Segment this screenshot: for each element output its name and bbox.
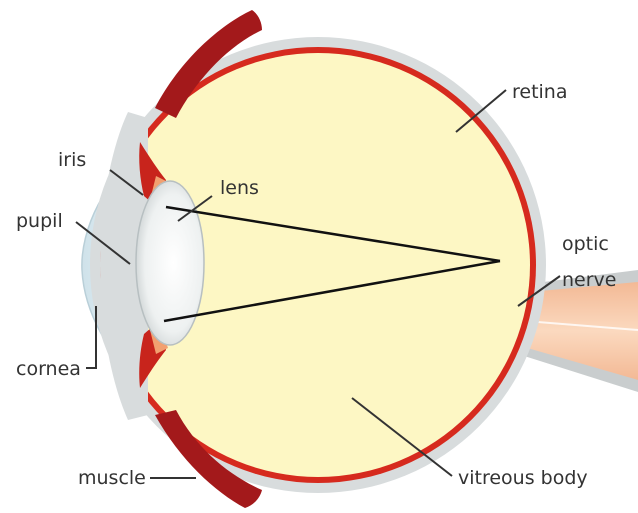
- label-retina: retina: [512, 81, 568, 103]
- label-vitreous-body: vitreous body: [458, 467, 588, 489]
- label-cornea: cornea: [16, 358, 81, 380]
- label-lens: lens: [220, 177, 259, 199]
- label-pupil: pupil: [16, 210, 63, 232]
- label-optic: optic: [562, 233, 609, 255]
- label-iris: iris: [58, 149, 86, 171]
- label-muscle: muscle: [78, 467, 146, 489]
- label-nerve: nerve: [562, 269, 616, 291]
